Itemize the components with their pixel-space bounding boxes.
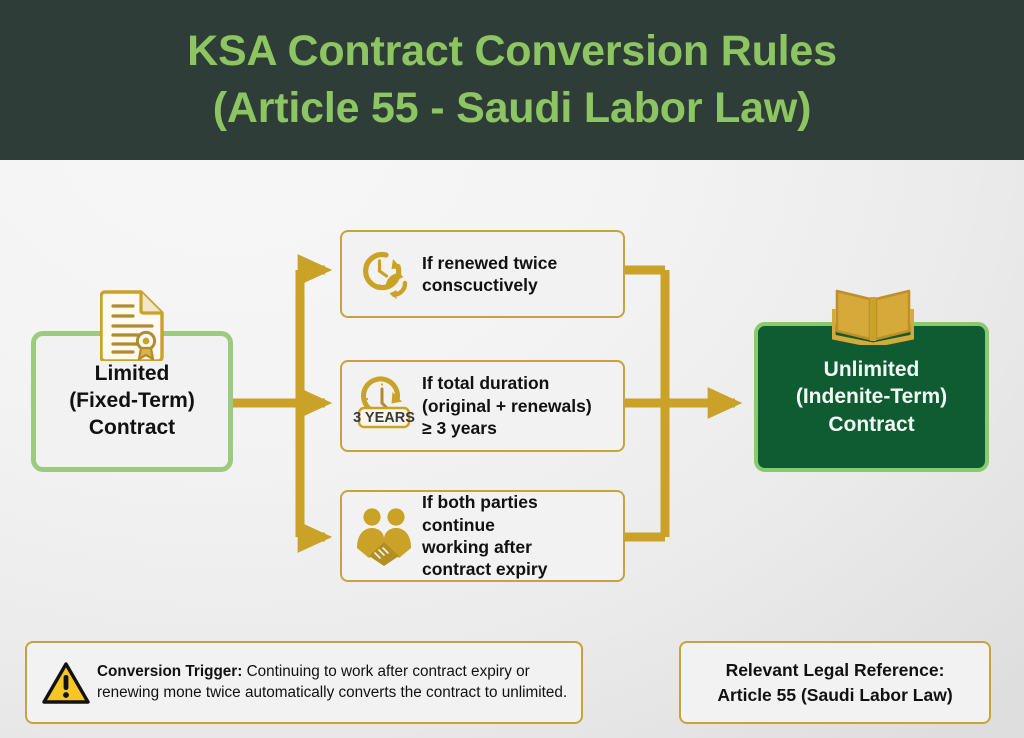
- page-title-line-1: KSA Contract Conversion Rules: [187, 27, 837, 76]
- warning-triangle-icon: [37, 661, 95, 705]
- condition-1-line-1: If renewed twice: [422, 252, 558, 273]
- limited-label-line-1: Limited: [94, 362, 170, 386]
- legal-reference-box: Relevant Legal Reference: Article 55 (Sa…: [679, 641, 991, 724]
- condition-2-text: If total duration (original + renewals) …: [418, 372, 613, 439]
- clock-three-years-icon: 3 YEARS: [350, 375, 418, 437]
- condition-2-line-3: ≥ 3 years: [422, 418, 497, 439]
- condition-2-line-2: (original + renewals): [422, 395, 592, 416]
- clock-renew-icon: [350, 243, 418, 305]
- condition-1-text: If renewed twice conscuctively: [418, 252, 613, 297]
- page-title-line-2: (Article 55 - Saudi Labor Law): [212, 84, 812, 132]
- condition-box-renewed-twice[interactable]: If renewed twice conscuctively: [340, 230, 625, 318]
- node-unlimited-contract[interactable]: Unlimited (Indenite-Term) Contract: [754, 322, 989, 472]
- legal-reference-text: Relevant Legal Reference: Article 55 (Sa…: [717, 658, 952, 706]
- condition-box-both-parties-continue[interactable]: If both parties continue working after c…: [340, 490, 625, 582]
- conversion-trigger-text: Conversion Trigger: Continuing to work a…: [95, 662, 569, 704]
- condition-box-three-years[interactable]: 3 YEARS If total duration (original + re…: [340, 360, 625, 452]
- unlimited-label-line-2: (Indenite-Term): [795, 385, 948, 409]
- unlimited-label-line-3: Contract: [828, 412, 915, 436]
- three-years-badge-text: 3 YEARS: [353, 410, 415, 426]
- limited-label-line-3: Contract: [88, 415, 176, 439]
- condition-3-line-3: contract expiry: [422, 559, 548, 580]
- node-limited-contract-label: Limited (Fixed-Term) Contract: [69, 361, 195, 442]
- legal-reference-line-2: Article 55 (Saudi Labor Law): [717, 684, 953, 705]
- conversion-trigger-note: Conversion Trigger: Continuing to work a…: [25, 641, 583, 724]
- condition-3-line-2: working after: [422, 537, 532, 557]
- document-certificate-icon: [99, 288, 167, 366]
- legal-reference-line-1: Relevant Legal Reference:: [725, 660, 945, 681]
- condition-1-line-2: conscuctively: [422, 275, 538, 295]
- conversion-trigger-body: Continuing to work after contract expiry…: [97, 662, 568, 701]
- unlimited-label-line-1: Unlimited: [823, 358, 920, 382]
- open-book-icon: [830, 283, 916, 350]
- handshake-people-icon: [350, 505, 418, 567]
- page-header: KSA Contract Conversion Rules (Article 5…: [0, 0, 1024, 160]
- node-unlimited-contract-label: Unlimited (Indenite-Term) Contract: [796, 356, 947, 438]
- conversion-trigger-label: Conversion Trigger:: [97, 662, 243, 680]
- condition-3-line-1: If both parties continue: [422, 492, 538, 535]
- limited-label-line-2: (Fixed-Term): [69, 389, 195, 413]
- condition-3-text: If both parties continue working after c…: [418, 491, 613, 581]
- condition-2-line-1: If total duration: [422, 373, 550, 394]
